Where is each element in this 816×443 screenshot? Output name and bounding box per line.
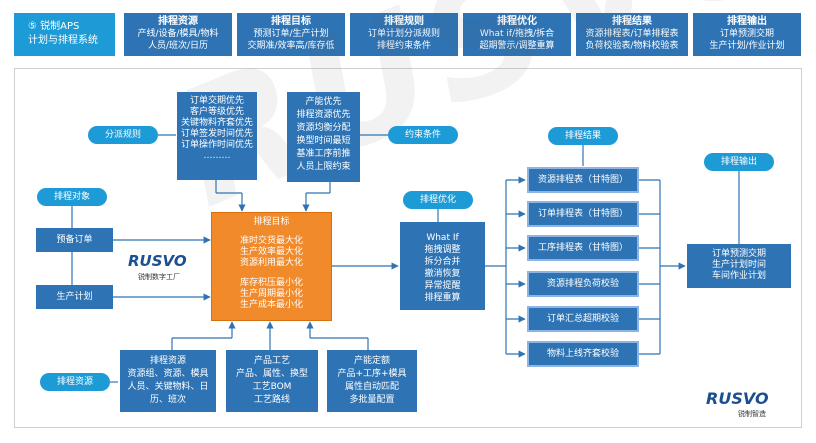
constraints-box: 产能优先 排程资源优先 资源均衡分配 换型时间最短 基准工序前推 人员上限约束 xyxy=(287,92,360,182)
header-section-resources: 排程资源 产线/设备/模具/物料 人员/班次/日历 xyxy=(124,13,232,56)
output-box: 订单预测交期 生产计划时间 车间作业计划 xyxy=(687,244,791,288)
label-resources: 排程资源 xyxy=(40,373,110,391)
objective-item: 准时交货最大化 xyxy=(239,236,303,246)
label-constraints: 约束条件 xyxy=(388,126,458,144)
bottom-box-line: 产品工艺 xyxy=(253,356,290,366)
constraint-item: 基准工序前推 xyxy=(296,149,351,159)
header-section-title: 排程目标 xyxy=(271,16,311,27)
input-production-plan: 生产计划 xyxy=(36,285,113,309)
header-section-title: 排程资源 xyxy=(158,16,198,27)
header-section-title: 排程优化 xyxy=(497,16,537,27)
result-load-check: 资源排程负荷校验 xyxy=(527,271,639,297)
bottom-box-line: 属性自动匹配 xyxy=(344,382,399,392)
rule-item: 订单签发时间优先 xyxy=(180,129,253,139)
header-section-line: 交期准/效率高/库存低 xyxy=(247,41,335,51)
header-section-line: What if/拖拽/拆合 xyxy=(479,29,555,39)
header-section-title: 排程规则 xyxy=(384,16,424,27)
label-objects: 排程对象 xyxy=(37,188,107,206)
result-resource-gantt: 资源排程表（甘特图） xyxy=(527,167,639,193)
constraint-item: 换型时间最短 xyxy=(296,136,351,146)
bottom-box-resources: 排程资源 资源组、资源、模具 人员、关键物料、日 历、班次 xyxy=(120,350,216,412)
header-section-line: 资源排程表/订单排程表 xyxy=(585,29,679,39)
input-forecast-order: 预备订单 xyxy=(36,228,113,252)
objective-item: 生产成本最小化 xyxy=(239,300,303,310)
rule-item: 订单操作时间优先 xyxy=(180,140,253,150)
result-operation-gantt: 工序排程表（甘特图） xyxy=(527,235,639,261)
header-section-output: 排程输出 订单预测交期 生产计划/作业计划 xyxy=(693,13,801,56)
objective-item: 库存积压最小化 xyxy=(239,278,303,288)
header-section-optimization: 排程优化 What if/拖拽/拆合 超期警示/调整重算 xyxy=(463,13,571,56)
whatif-item: 拖拽调整 xyxy=(424,245,461,255)
bottom-box-capacity: 产能定额 产品+工序+模具 属性自动匹配 多批量配置 xyxy=(327,350,417,412)
header-section-line: 预测订单/生产计划 xyxy=(253,29,329,39)
output-item: 车间作业计划 xyxy=(711,271,766,281)
header-section-line: 超期警示/调整重算 xyxy=(479,41,555,51)
bottom-box-line: 工艺路线 xyxy=(253,395,290,405)
dispatch-rules-box: 订单交期优先 客户等级优先 关键物料齐套优先 订单签发时间优先 订单操作时间优先… xyxy=(177,92,257,180)
bottom-box-line: 人员、关键物料、日 xyxy=(127,382,209,392)
header-section-line: 订单计划分派规则 xyxy=(367,29,440,39)
rusvo-logo-right-sub: 锐制智造 xyxy=(738,410,766,418)
system-title: ⑤ 锐制APS 计划与排程系统 xyxy=(14,13,115,56)
header-section-line: 负荷校验表/物料校验表 xyxy=(585,41,679,51)
header-section-line: 产线/设备/模具/物料 xyxy=(137,29,219,39)
header-section-line: 订单预测交期 xyxy=(719,29,774,39)
rule-item: 客户等级优先 xyxy=(189,107,244,117)
whatif-item: 异常提醒 xyxy=(424,281,461,291)
header-section-title: 排程结果 xyxy=(612,16,652,27)
whatif-item: 撤消恢复 xyxy=(424,269,461,279)
result-overdue-check: 订单汇总超期校验 xyxy=(527,306,639,332)
header-section-line: 人员/班次/日历 xyxy=(147,41,209,51)
constraint-item: 产能优先 xyxy=(305,97,342,107)
bottom-box-line: 多批量配置 xyxy=(349,395,395,405)
system-title-line: 计划与排程系统 xyxy=(28,35,98,46)
constraint-item: 人员上限约束 xyxy=(296,162,351,172)
bottom-box-line: 历、班次 xyxy=(149,395,186,405)
rule-item: ……… xyxy=(203,151,231,161)
rusvo-logo-right: RUSVO xyxy=(706,389,769,408)
bottom-box-line: 排程资源 xyxy=(149,356,186,366)
header-section-rules: 排程规则 订单计划分派规则 排程约束条件 xyxy=(350,13,458,56)
label-dispatch-rules: 分派规则 xyxy=(88,126,158,144)
header-section-results: 排程结果 资源排程表/订单排程表 负荷校验表/物料校验表 xyxy=(576,13,688,56)
header-section-objectives: 排程目标 预测订单/生产计划 交期准/效率高/库存低 xyxy=(237,13,345,56)
label-optimization: 排程优化 xyxy=(403,191,473,209)
header-section-line: 生产计划/作业计划 xyxy=(709,41,785,51)
objective-item: 生产周期最小化 xyxy=(239,289,303,299)
output-item: 生产计划时间 xyxy=(711,260,766,270)
header-section-title: 排程输出 xyxy=(727,16,767,27)
result-material-check: 物料上线齐套校验 xyxy=(527,341,639,367)
system-title-line: ⑤ 锐制APS xyxy=(28,21,80,32)
rusvo-logo-left: RUSVO xyxy=(128,252,187,270)
objective-title: 排程目标 xyxy=(253,217,290,227)
constraint-item: 资源均衡分配 xyxy=(296,123,351,133)
bottom-box-line: 资源组、资源、模具 xyxy=(127,369,209,379)
whatif-item: 排程重算 xyxy=(424,293,461,303)
rule-item: 订单交期优先 xyxy=(189,96,244,106)
objective-item: 生产效率最大化 xyxy=(239,247,303,257)
objective-item: 资源利用最大化 xyxy=(239,258,303,268)
constraint-item: 排程资源优先 xyxy=(296,110,351,120)
rusvo-logo-left-sub: 锐制数字工厂 xyxy=(138,273,180,281)
label-results: 排程结果 xyxy=(548,127,618,145)
output-item: 订单预测交期 xyxy=(711,249,766,259)
header-section-line: 排程约束条件 xyxy=(376,41,431,51)
rule-item: 关键物料齐套优先 xyxy=(180,118,253,128)
whatif-item: What If xyxy=(426,233,459,243)
bottom-box-line: 产品+工序+模具 xyxy=(337,369,407,379)
bottom-box-line: 产品、属性、换型 xyxy=(235,369,308,379)
bottom-box-line: 产能定额 xyxy=(353,356,390,366)
objective-center-box: 排程目标 准时交货最大化 生产效率最大化 资源利用最大化 库存积压最小化 生产周… xyxy=(211,212,332,321)
bottom-box-line: 工艺BOM xyxy=(252,382,292,392)
result-order-gantt: 订单排程表（甘特图） xyxy=(527,201,639,227)
whatif-box: What If 拖拽调整 拆分合并 撤消恢复 异常提醒 排程重算 xyxy=(400,222,485,310)
whatif-item: 拆分合并 xyxy=(424,257,461,267)
bottom-box-process: 产品工艺 产品、属性、换型 工艺BOM 工艺路线 xyxy=(226,350,318,412)
label-output: 排程输出 xyxy=(704,153,774,171)
